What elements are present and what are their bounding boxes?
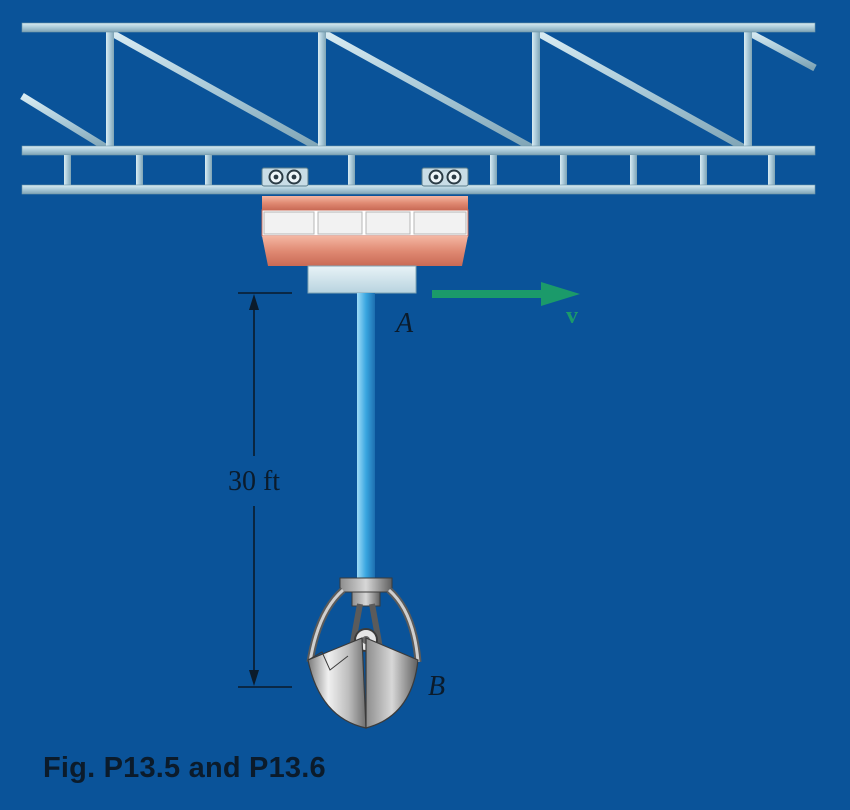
truss-middle-chord: [21, 145, 816, 156]
trolley-wheels-left: [261, 167, 309, 187]
label-velocity: v: [566, 303, 578, 329]
truss-diagonals: [20, 28, 817, 154]
velocity-arrow: [432, 282, 580, 306]
label-point-b: B: [428, 671, 445, 702]
truss-top-chord: [21, 22, 816, 33]
clamshell-bucket: [306, 577, 422, 729]
truss: [20, 22, 817, 195]
truss-short-posts: [64, 155, 775, 185]
figure-caption: Fig. P13.5 and P13.6: [43, 752, 326, 784]
dimension-arrow-top: [249, 294, 259, 310]
label-dimension-30ft: 30 ft: [228, 466, 280, 497]
dimension-arrow-bottom: [249, 670, 259, 686]
truss-verticals: [106, 28, 752, 152]
trolley-wheels-right: [421, 167, 469, 187]
label-point-a: A: [394, 308, 414, 339]
dimension-line: [238, 292, 292, 688]
trolley: [261, 196, 469, 294]
caption-band: [0, 742, 850, 810]
hoist-cable: [357, 293, 375, 579]
truss-bottom-chord: [21, 184, 816, 195]
